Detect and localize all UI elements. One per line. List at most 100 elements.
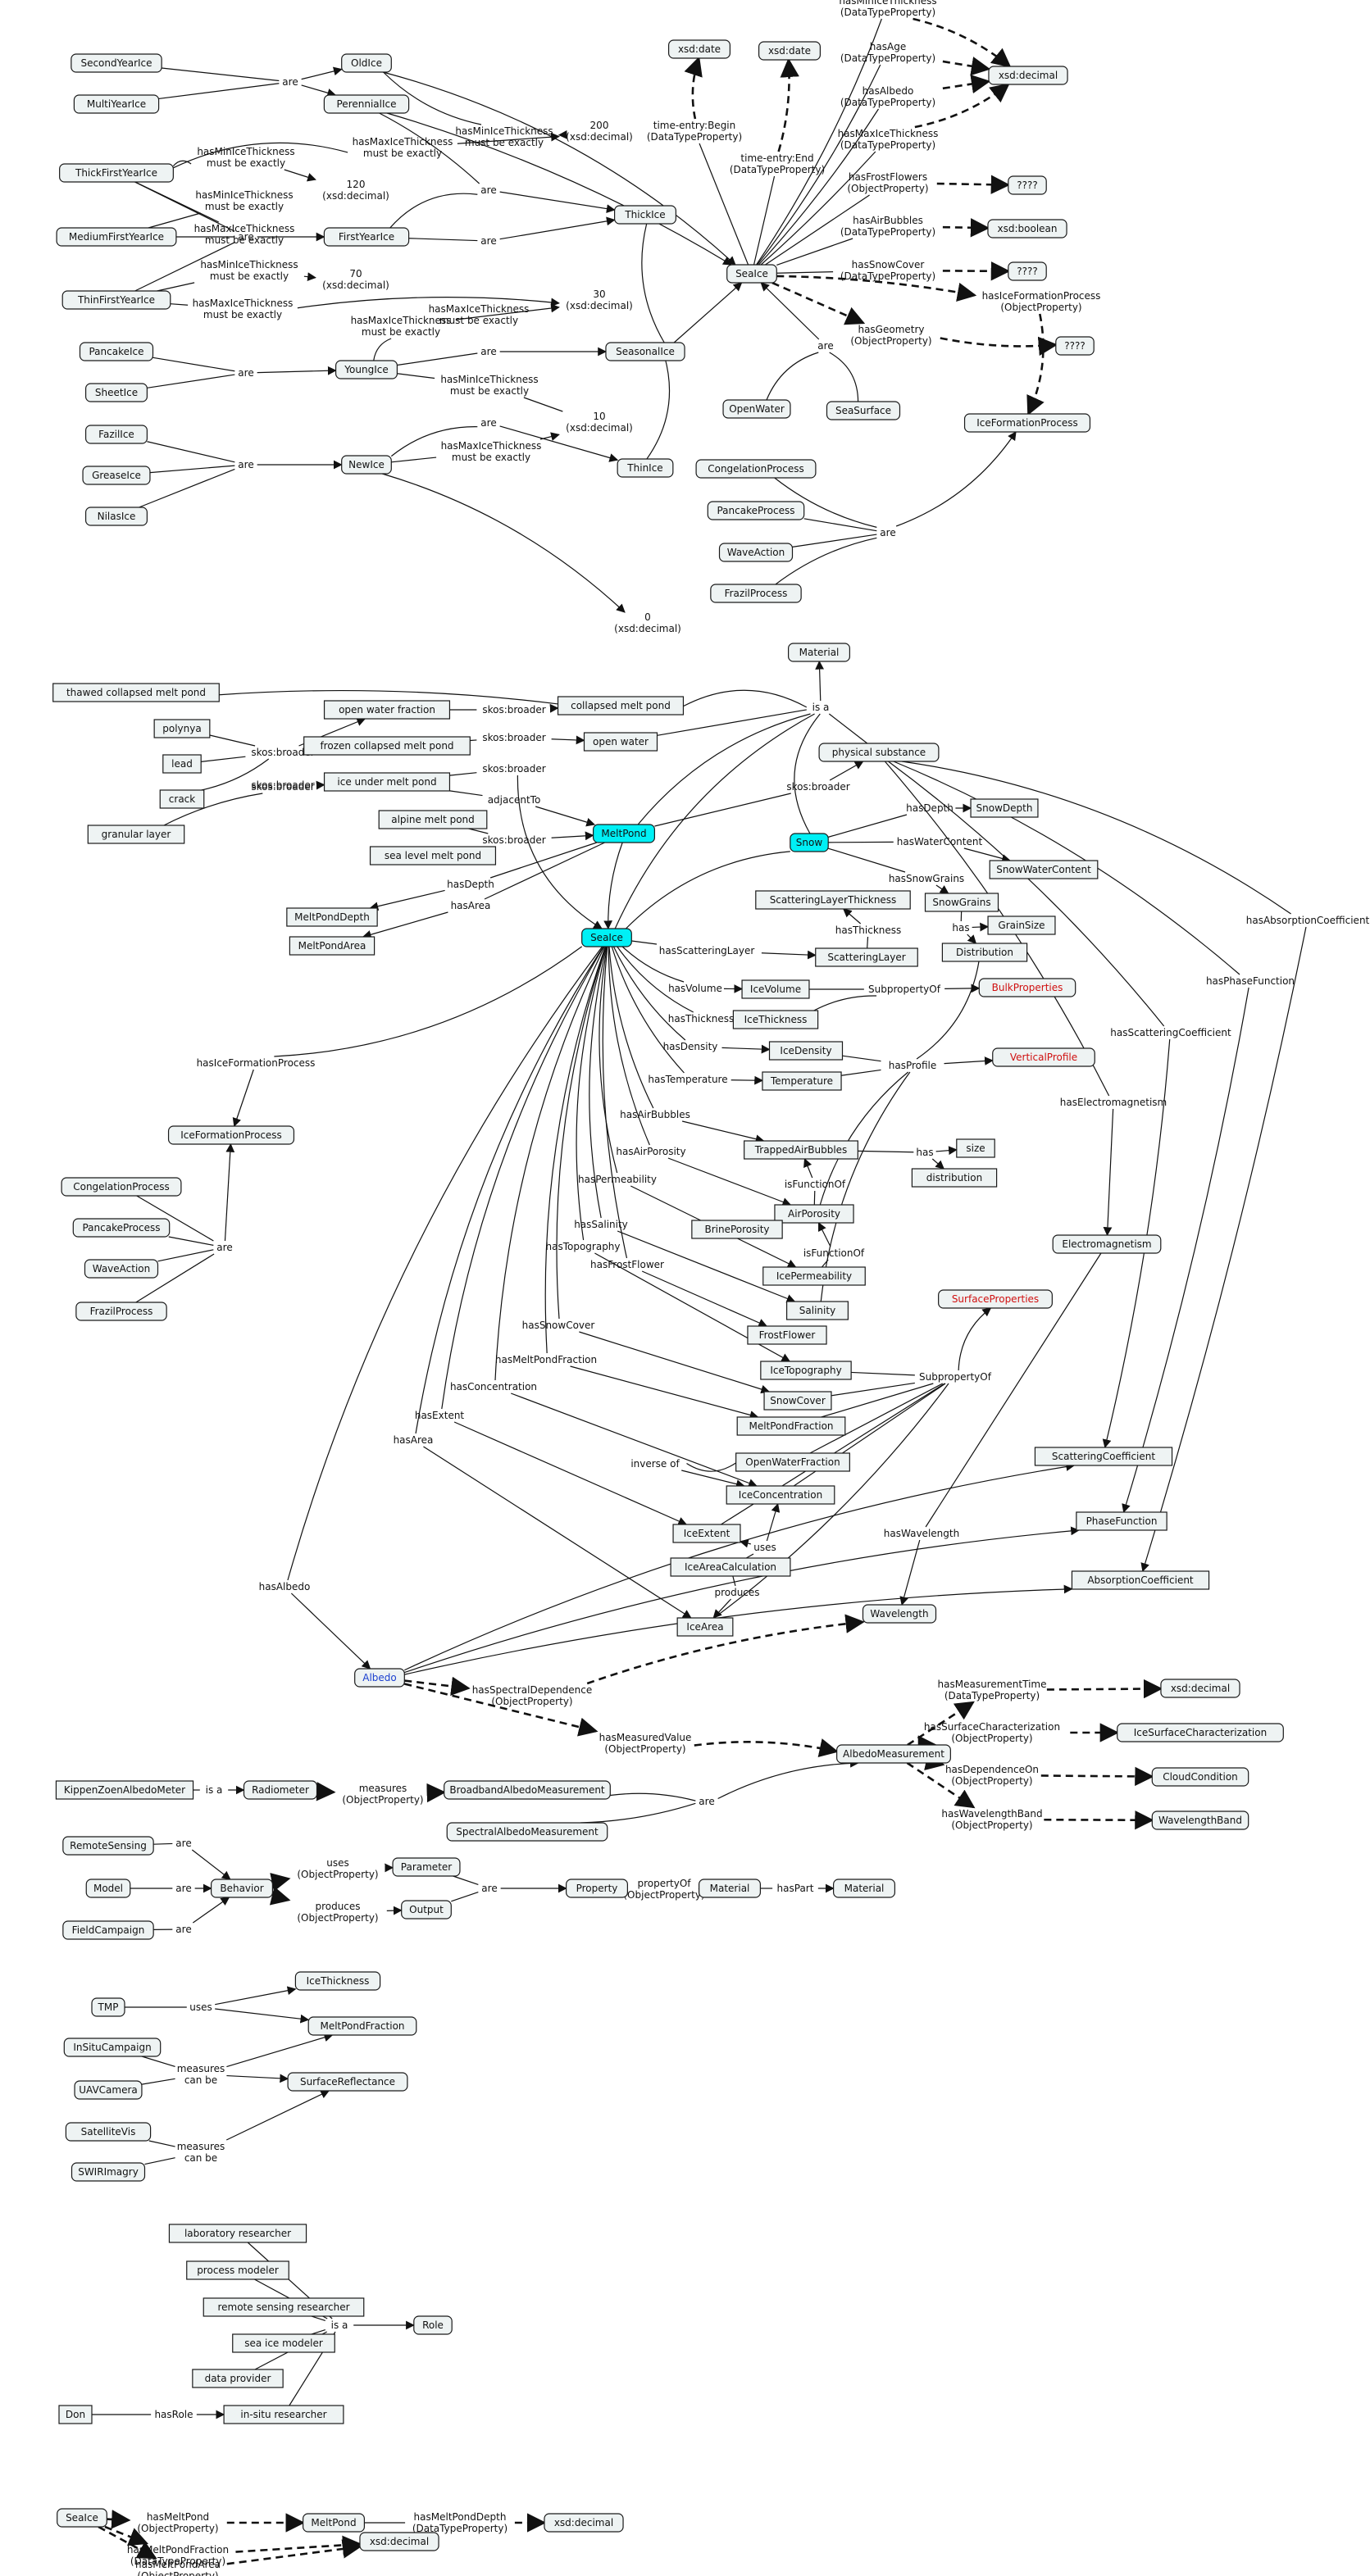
node-tmp: TMP <box>91 1997 125 2017</box>
edge <box>499 425 619 462</box>
node-label: Temperature <box>770 1075 833 1087</box>
edge <box>617 946 694 1013</box>
edge <box>303 272 316 282</box>
node-thickfirstyearice: ThickFirstYearIce <box>59 163 174 183</box>
edge-label: time-entry:End(DataTypeProperty) <box>730 152 825 175</box>
node-icetopography: IceTopography <box>760 1361 852 1380</box>
edge <box>170 303 189 306</box>
edge <box>944 1056 994 1065</box>
edge <box>594 1252 791 1362</box>
edge-label: SubpropertyOf <box>919 1371 992 1383</box>
edge <box>449 772 477 776</box>
edge <box>828 814 908 838</box>
edge <box>1122 987 1249 1514</box>
edge <box>637 713 811 825</box>
node-label: Radiometer <box>252 1784 309 1796</box>
node-label: ThinIce <box>626 462 662 474</box>
edge <box>608 946 654 1109</box>
edge <box>681 1120 765 1143</box>
node-pancakeprocess1: PancakeProcess <box>707 501 805 520</box>
edge <box>193 1897 230 1924</box>
node-label: Role <box>422 2319 444 2331</box>
edge <box>646 356 671 460</box>
node-label: Distribution <box>956 947 1013 958</box>
node-congelationprocess1: CongelationProcess <box>695 459 817 479</box>
node-label: Don <box>66 2409 85 2420</box>
node-label: ice under melt pond <box>337 776 436 788</box>
node-dec4: xsd:decimal <box>359 2532 439 2551</box>
node-label: MeltPondFraction <box>320 2020 404 2032</box>
node-q3: ???? <box>1055 336 1095 356</box>
edge-label: hasIceFormationProcess(ObjectProperty) <box>982 290 1101 313</box>
node-model: Model <box>85 1879 131 1898</box>
edge-label: has <box>916 1147 933 1158</box>
label-layer: 200(xsd:decimal)120(xsd:decimal)70(xsd:d… <box>127 0 1370 2576</box>
node-frostflower: FrostFlower <box>747 1325 827 1345</box>
edge <box>766 352 819 401</box>
edge-label: hasElectromagnetism <box>1060 1097 1167 1108</box>
node-scatteringlayer: ScatteringLayer <box>815 947 918 967</box>
edge <box>404 1584 1073 1675</box>
node-label: MeltPondFraction <box>749 1420 833 1432</box>
edge <box>625 851 790 929</box>
edge-label: inverse of <box>630 1458 680 1470</box>
node-q1: ???? <box>1008 175 1047 195</box>
edge <box>858 1150 914 1153</box>
edge <box>373 338 392 361</box>
node-swir: SWIRImagry <box>71 2162 146 2182</box>
edge-label: hasMeltPondFraction(DataTypeProperty) <box>127 2544 229 2567</box>
node-icesurfacecharacterization: IceSurfaceCharacterization <box>1117 1723 1284 1742</box>
edge <box>936 175 1011 194</box>
edge <box>942 74 991 94</box>
node-seasurface: SeaSurface <box>826 401 901 420</box>
node-output: Output <box>401 1900 452 1920</box>
edge-label: hasPhaseFunction <box>1206 975 1295 987</box>
node-label: Electromagnetism <box>1062 1238 1151 1250</box>
edge <box>397 373 435 379</box>
edge <box>235 2535 362 2556</box>
node-label: IceDensity <box>780 1045 831 1056</box>
node-label: CongelationProcess <box>708 463 804 475</box>
edge <box>819 1071 909 1206</box>
edge <box>757 64 881 266</box>
value-label: 0(xsd:decimal) <box>614 611 681 634</box>
edge <box>1140 926 1307 1573</box>
edge-label: hasAge(DataTypeProperty) <box>840 41 935 64</box>
node-greaseice: GreaseIce <box>82 466 151 485</box>
edge <box>907 1701 975 1747</box>
node-dec2: xsd:decimal <box>1160 1679 1240 1698</box>
node-label: RemoteSensing <box>70 1840 147 1851</box>
node-label: Model <box>93 1883 123 1894</box>
node-label: sea ice modeler <box>244 2337 323 2349</box>
node-label: xsd:date <box>678 43 721 55</box>
node-label: TrappedAirBubbles <box>754 1144 848 1156</box>
node-simod: sea ice modeler <box>232 2333 335 2353</box>
edge <box>621 946 685 983</box>
node-label: PerennialIce <box>337 98 397 110</box>
edge-label: hasDepth <box>447 879 494 890</box>
edge-label: are <box>175 1883 191 1894</box>
edge <box>168 1236 214 1246</box>
node-alpine: alpine melt pond <box>378 810 488 829</box>
node-label: xsd:decimal <box>999 70 1058 81</box>
edge <box>774 477 877 528</box>
node-label: distribution <box>926 1172 982 1184</box>
edge-label: skos:broader <box>251 747 314 758</box>
edge <box>771 281 866 325</box>
node-label: open water <box>593 736 649 747</box>
node-label: ???? <box>1064 340 1085 352</box>
node-label: process modeler <box>197 2265 279 2276</box>
node-label: Wavelength <box>870 1608 928 1620</box>
edge-label: hasMinIceThickness(DataTypeProperty) <box>839 0 936 18</box>
edge <box>851 1371 915 1376</box>
node-label: IceFormationProcess <box>976 417 1078 429</box>
node-label: ???? <box>1017 266 1037 277</box>
edge <box>895 431 1017 527</box>
node-label: Parameter <box>401 1861 452 1873</box>
node-iceunder: ice under melt pond <box>323 772 451 792</box>
edge <box>139 468 235 508</box>
edge-label: skos:broader <box>251 779 314 791</box>
edge <box>98 2525 157 2560</box>
edge <box>672 282 743 344</box>
